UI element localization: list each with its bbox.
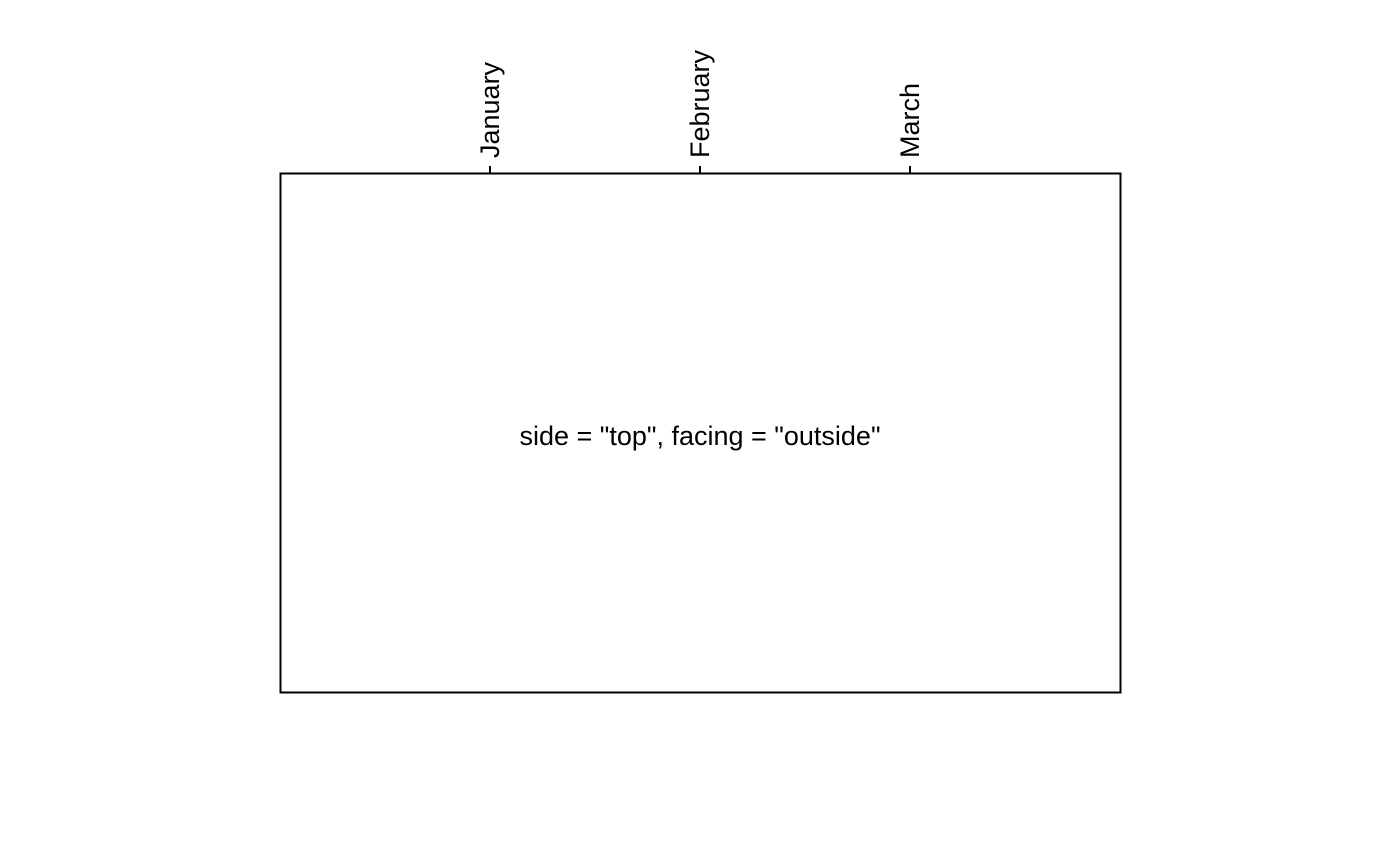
top-axis: January February March — [475, 49, 925, 173]
axis-tick-label: January — [475, 61, 505, 158]
axis-tick-label: March — [895, 83, 925, 158]
plot-panel-border — [279, 172, 1122, 694]
axis-tick-label: February — [685, 49, 715, 158]
panel-annotation: side = "top", facing = "outside" — [519, 421, 880, 451]
